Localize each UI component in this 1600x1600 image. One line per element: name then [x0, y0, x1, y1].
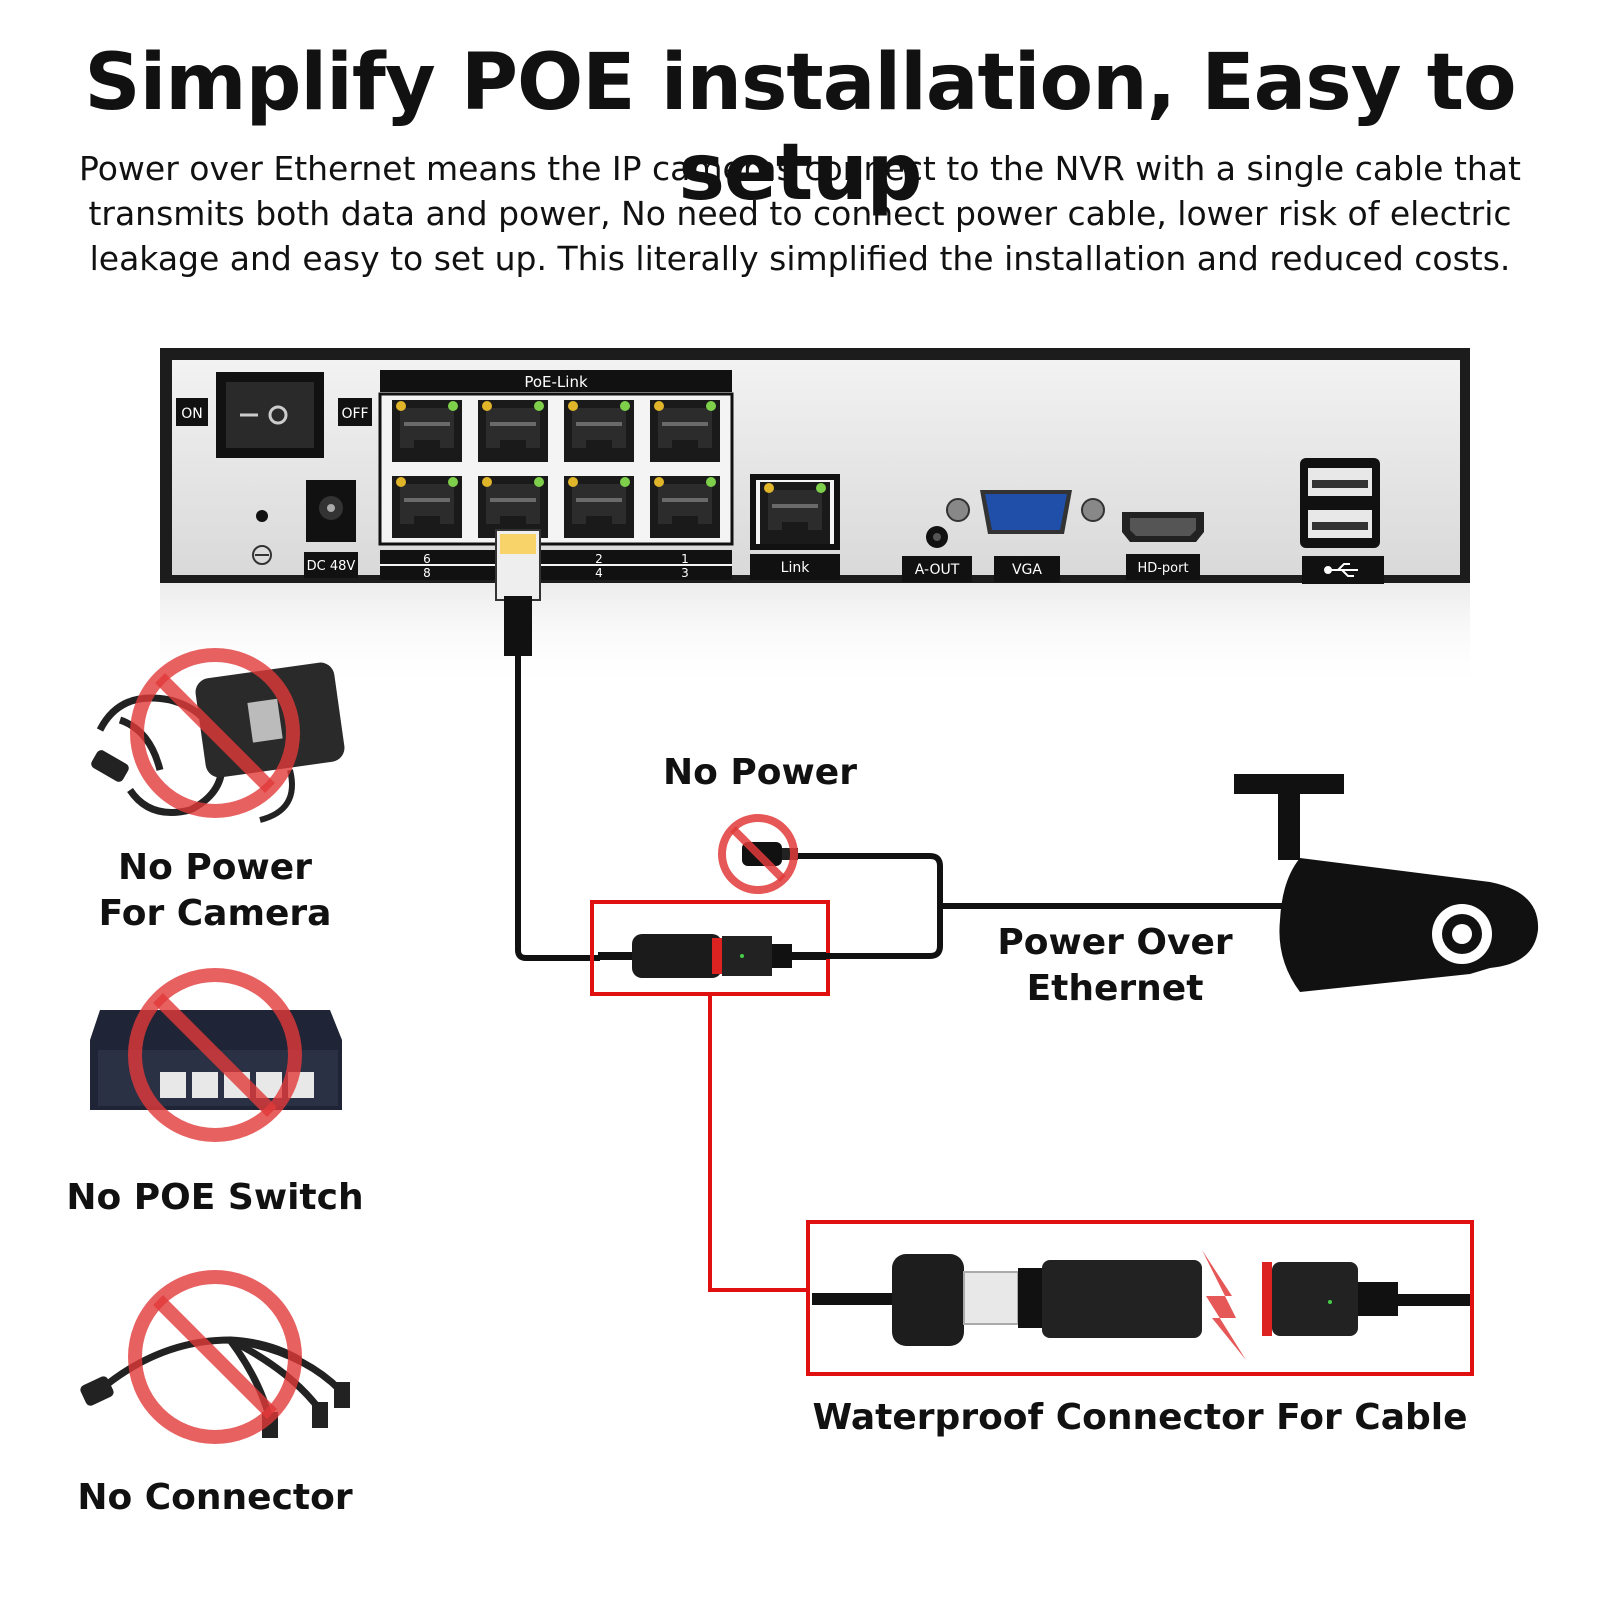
no-power-label: No Power: [663, 752, 857, 793]
on-label: ON: [181, 406, 203, 422]
rj45-plug: [495, 529, 541, 656]
headline: Simplify POE installation, Easy to setup: [84, 38, 1516, 218]
waterproof-highlight: [806, 1220, 1474, 1376]
prohibit-icon-connector: [128, 1270, 302, 1444]
nvr-cable: [515, 656, 600, 961]
no-power-camera-line-2: For Camera: [98, 893, 332, 934]
hd-label: HD-port: [1137, 561, 1188, 576]
no-power-camera-label: No Power For Camera: [60, 845, 370, 937]
prohibit-icon-power-adapter: [130, 648, 300, 818]
no-connector-label: No Connector: [77, 1477, 353, 1518]
subtitle-line-1: Power over Ethernet means the IP cameras…: [79, 149, 1521, 188]
port-num-bottom-4: 3: [681, 566, 689, 580]
splitter-connector-icon: [80, 1336, 350, 1438]
no-power-plug: [718, 814, 798, 894]
no-power-camera-line-1: No Power: [118, 847, 312, 888]
vga-label: VGA: [1012, 562, 1042, 578]
usb-icon: [1324, 563, 1358, 577]
waterproof-label: Waterproof Connector For Cable: [812, 1397, 1468, 1438]
port-num-bottom-3: 4: [595, 566, 603, 580]
dc-split-cable: [790, 853, 943, 959]
port-num-top-3: 2: [595, 552, 603, 566]
port-num-bottom-1: 8: [423, 566, 431, 580]
ground-icon: [252, 545, 272, 565]
no-poe-switch-label: No POE Switch: [66, 1177, 364, 1218]
subtitle-line-2: transmits both data and power, No need t…: [88, 194, 1512, 233]
link-label: Link: [781, 560, 811, 576]
usb-ports: [1300, 458, 1380, 548]
waterproof-connector-closeup: [812, 1250, 1470, 1360]
poe-label-line-1: Power Over: [997, 922, 1233, 963]
prohibit-icon-poe-switch: [128, 968, 302, 1142]
hdmi-port: [1122, 512, 1204, 542]
port-num-top-4: 1: [681, 552, 689, 566]
power-over-ethernet-label: Power Over Ethernet: [990, 920, 1240, 1012]
subtitle: Power over Ethernet means the IP cameras…: [50, 146, 1550, 281]
callout-line: [708, 994, 808, 1292]
dc-label: DC 48V: [307, 559, 356, 574]
bullet-camera-icon: [1234, 774, 1539, 992]
off-label: OFF: [341, 406, 368, 422]
vga-port: [946, 490, 1105, 534]
inline-connector: [598, 934, 826, 978]
aout-label: A-OUT: [915, 562, 960, 578]
nvr-rear-panel: ON OFF DC 48V PoE-Link 6 8: [160, 348, 1470, 584]
poe-label-line-2: Ethernet: [1026, 968, 1204, 1009]
nvr-reflection: [160, 582, 1470, 692]
poe-link-label: PoE-Link: [524, 373, 588, 391]
port-num-top-1: 6: [423, 552, 431, 566]
subtitle-line-3: leakage and easy to set up. This literal…: [89, 239, 1511, 278]
